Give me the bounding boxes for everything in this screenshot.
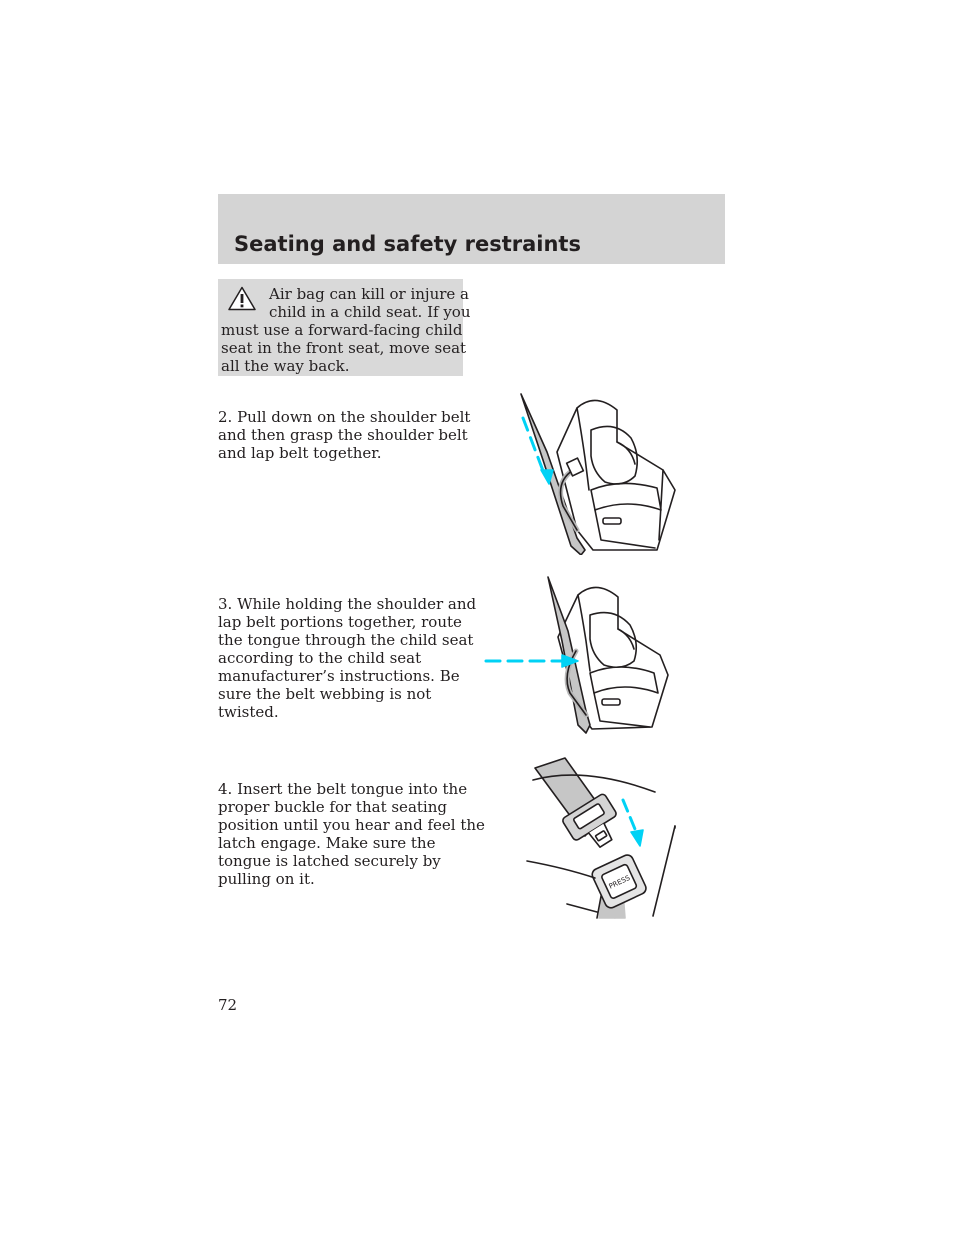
- warning-line: Air bag can kill or injure a: [269, 285, 470, 303]
- child-seat-pull-belt-illustration: [520, 393, 676, 555]
- step-line: tongue is latched securely by: [218, 852, 441, 870]
- warning-line: must use a forward-facing child: [221, 321, 463, 339]
- buckle-insert-illustration: PRESS: [526, 757, 676, 919]
- step-line: 2. Pull down on the shoulder belt: [218, 408, 471, 426]
- section-header: Seating and safety restraints: [218, 194, 725, 264]
- step-line: twisted.: [218, 703, 279, 721]
- step-line: sure the belt webbing is not: [218, 685, 432, 703]
- warning-triangle-icon: [228, 286, 256, 311]
- page-number: 72: [218, 996, 238, 1014]
- step-line: and then grasp the shoulder belt: [218, 426, 468, 444]
- step-line: position until you hear and feel the: [218, 816, 485, 834]
- child-seat-route-tongue-illustration: [484, 576, 669, 734]
- step-line: lap belt portions together, route: [218, 613, 462, 631]
- step-line: proper buckle for that seating: [218, 798, 447, 816]
- step-line: and lap belt together.: [218, 444, 382, 462]
- warning-line: seat in the front seat, move seat: [221, 339, 467, 357]
- step-line: the tongue through the child seat: [218, 631, 474, 649]
- step-line: manufacturer’s instructions. Be: [218, 667, 460, 685]
- step-4-text: 4. Insert the belt tongue into the prope…: [218, 780, 485, 888]
- warning-line: child in a child seat. If you: [269, 303, 471, 321]
- step-line: according to the child seat: [218, 649, 422, 667]
- step-line: 4. Insert the belt tongue into the: [218, 780, 468, 798]
- step-line: latch engage. Make sure the: [218, 834, 436, 852]
- warning-line: all the way back.: [221, 357, 350, 375]
- step-2-text: 2. Pull down on the shoulder belt and th…: [218, 408, 470, 462]
- step-3-text: 3. While holding the shoulder and lap be…: [218, 595, 476, 721]
- step-line: pulling on it.: [218, 870, 315, 888]
- section-title: Seating and safety restraints: [234, 232, 581, 256]
- step-line: 3. While holding the shoulder and: [218, 595, 477, 613]
- warning-box: Air bag can kill or injure a child in a …: [218, 279, 470, 376]
